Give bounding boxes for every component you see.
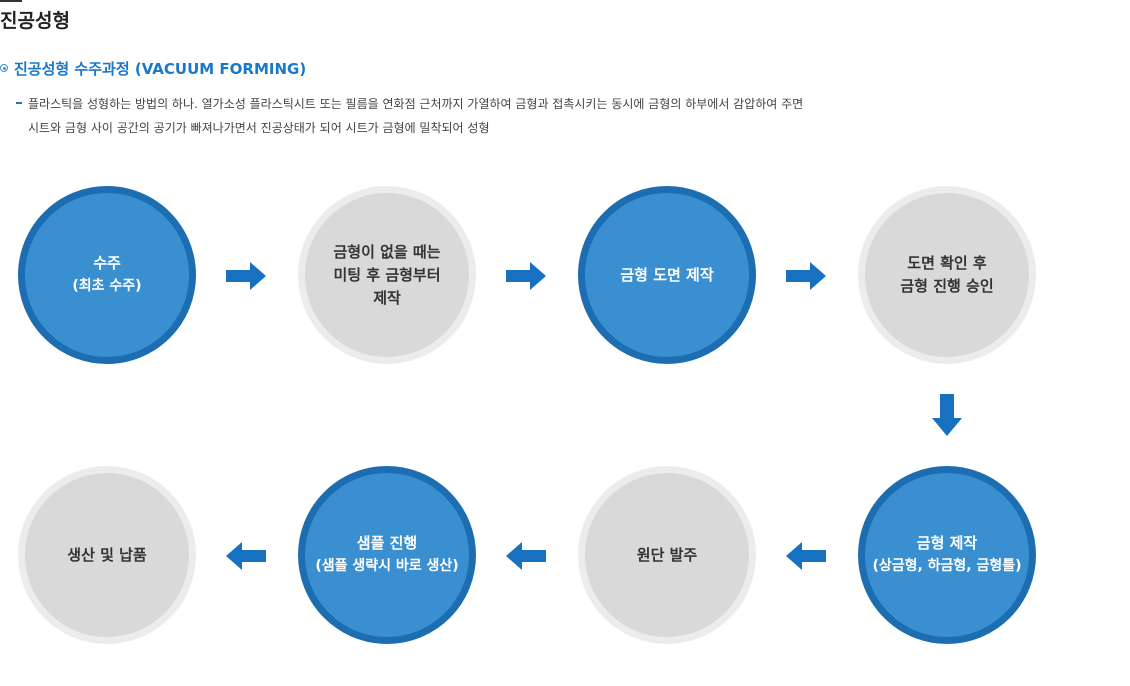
title-rule bbox=[0, 0, 22, 2]
step-6-material-order: 원단 발주 bbox=[578, 466, 756, 644]
step-3-mold-drawing: 금형 도면 제작 bbox=[578, 186, 756, 364]
description-line-1: 플라스틱을 성형하는 방법의 하나. 열가소성 플라스틱시트 또는 필름을 연화… bbox=[16, 92, 996, 116]
arrow-right-icon bbox=[506, 262, 546, 290]
description-text-1: 플라스틱을 성형하는 방법의 하나. 열가소성 플라스틱시트 또는 필름을 연화… bbox=[28, 97, 804, 111]
arrow-right-icon bbox=[226, 262, 266, 290]
bullet-icon bbox=[0, 64, 8, 72]
step-8-production-delivery: 생산 및 납품 bbox=[18, 466, 196, 644]
step-4-line-1: 도면 확인 후 bbox=[907, 254, 987, 272]
section-heading-text: 진공성형 수주과정 (VACUUM FORMING) bbox=[14, 59, 307, 78]
step-1-subtitle: (최초 수주) bbox=[72, 278, 142, 294]
step-7-sample: 샘플 진행 (샘플 생략시 바로 생산) bbox=[298, 466, 476, 644]
step-5-mold-production: 금형 제작 (상금형, 하금형, 금형틀) bbox=[858, 466, 1036, 644]
description-line-2: 시트와 금형 사이 공간의 공기가 빠져나가면서 진공상태가 되어 시트가 금형… bbox=[28, 121, 490, 135]
step-2-line-2: 미팅 후 금형부터 bbox=[333, 265, 441, 284]
step-8-title: 생산 및 납품 bbox=[67, 545, 147, 564]
step-2-mold-meeting: 금형이 없을 때는 미팅 후 금형부터 제작 bbox=[298, 186, 476, 364]
arrow-right-icon bbox=[786, 262, 826, 290]
step-1-order-received: 수주 (최초 수주) bbox=[18, 186, 196, 364]
arrow-left-icon bbox=[506, 542, 546, 570]
arrow-left-icon bbox=[226, 542, 266, 570]
section-heading: 진공성형 수주과정 (VACUUM FORMING) bbox=[0, 58, 306, 78]
step-2-line-1: 금형이 없을 때는 bbox=[333, 242, 441, 261]
step-5-subtitle: (상금형, 하금형, 금형틀) bbox=[872, 558, 1022, 574]
arrow-left-icon bbox=[786, 542, 826, 570]
step-4-drawing-approval: 도면 확인 후 금형 진행 승인 bbox=[858, 186, 1036, 364]
step-3-title: 금형 도면 제작 bbox=[620, 265, 714, 284]
dash-icon bbox=[16, 101, 22, 104]
arrow-down-icon bbox=[932, 394, 962, 436]
step-1-title: 수주 bbox=[93, 254, 121, 272]
step-4-line-2: 금형 진행 승인 bbox=[900, 277, 994, 295]
step-7-title: 샘플 진행 bbox=[356, 534, 418, 552]
step-2-line-3: 제작 bbox=[373, 288, 401, 307]
step-7-subtitle: (샘플 생략시 바로 생산) bbox=[315, 558, 459, 574]
description: 플라스틱을 성형하는 방법의 하나. 열가소성 플라스틱시트 또는 필름을 연화… bbox=[16, 92, 996, 140]
page-title: 진공성형 bbox=[0, 10, 70, 32]
step-6-title: 원단 발주 bbox=[636, 545, 698, 564]
step-5-title: 금형 제작 bbox=[916, 534, 978, 552]
